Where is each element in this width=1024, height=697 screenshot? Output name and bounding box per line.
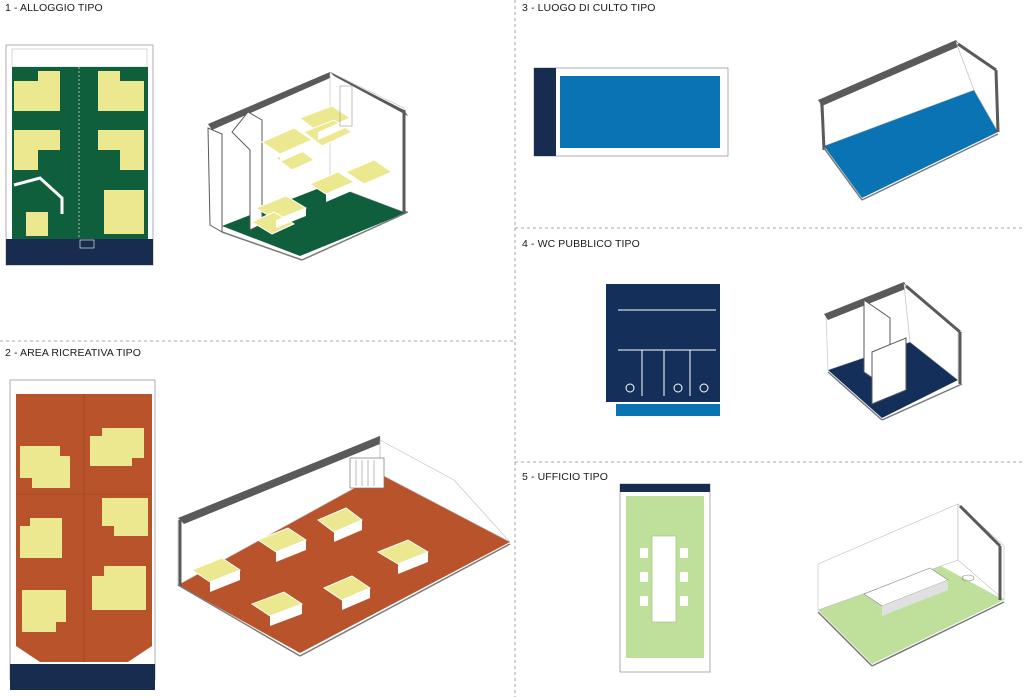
alloggio-axonometric — [207, 71, 409, 261]
panel-title-luogo-culto: 3 - LUOGO DI CULTO TIPO — [522, 2, 656, 14]
panel-title-area-ricreativa: 2 - AREA RICREATIVA TIPO — [5, 347, 142, 359]
culto-corridor — [534, 68, 556, 156]
panel-title-wc-pubblico: 4 - WC PUBBLICO TIPO — [522, 238, 640, 250]
luogo-culto-plan — [533, 67, 729, 157]
ufficio-plan — [619, 483, 711, 673]
wc-floor — [606, 284, 720, 402]
area-ricreativa-plan — [9, 379, 156, 690]
alloggio-corridor — [6, 239, 153, 265]
wc-pubblico-plan — [606, 284, 720, 416]
panel-title-alloggio: 1 - ALLOGGIO TIPO — [5, 2, 103, 14]
luogo-culto-axonometric — [818, 40, 1000, 201]
ricreativa-corridor — [10, 664, 155, 690]
culto-floor — [560, 76, 720, 148]
ufficio-axonometric — [817, 503, 1005, 667]
area-ricreativa-axonometric — [177, 435, 511, 657]
panel-title-ufficio: 5 - UFFICIO TIPO — [522, 471, 608, 483]
wc-pubblico-axonometric — [824, 282, 963, 421]
alloggio-plan — [5, 44, 154, 266]
